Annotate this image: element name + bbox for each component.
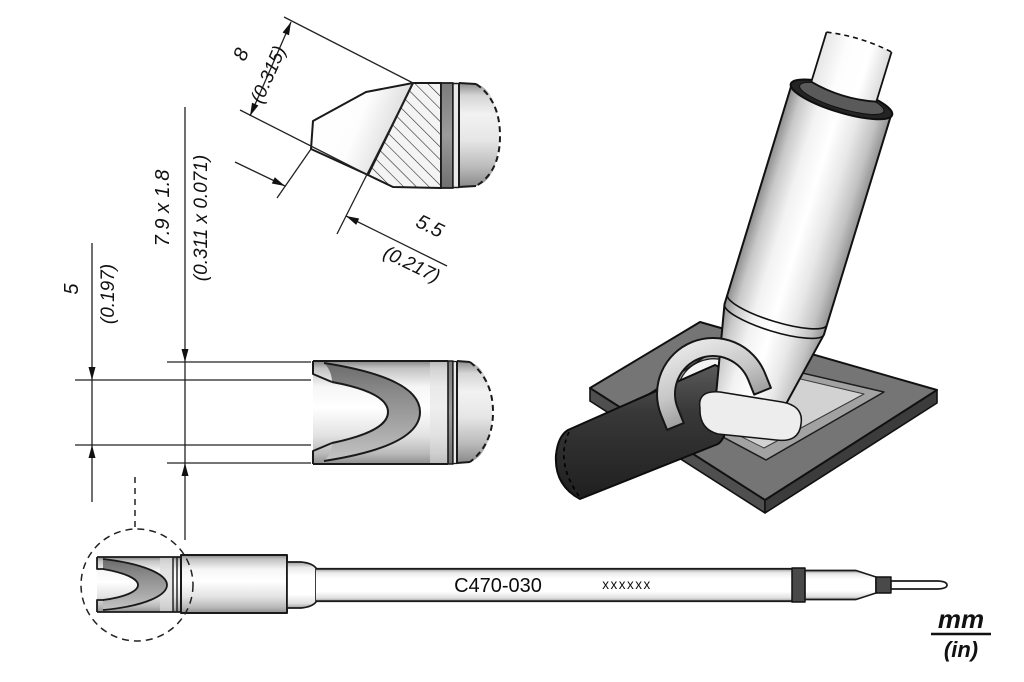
arrowhead xyxy=(250,102,259,116)
cartridge-3d xyxy=(714,31,894,419)
rear-shaft xyxy=(804,569,877,601)
contact-band xyxy=(791,567,806,603)
shaft xyxy=(316,568,792,602)
extension-line xyxy=(336,82,414,235)
front-view: 5 (0.197) 7.9 x 1.8 (0.311 x 0.071) xyxy=(61,107,494,540)
batch-code-label: xxxxxx xyxy=(602,577,652,592)
slot-outer-curve xyxy=(323,362,421,462)
tip-ring-band xyxy=(440,82,454,189)
cartridge-cap xyxy=(459,83,499,187)
cylinder-groove xyxy=(726,294,828,330)
extension-line xyxy=(283,16,414,84)
slot-inner-curve xyxy=(331,381,389,444)
solder-fillet xyxy=(698,391,803,442)
contact-band-2 xyxy=(875,576,892,594)
connector-stub xyxy=(811,32,892,102)
arrowhead xyxy=(88,367,96,380)
fork-prong-edges-small xyxy=(96,557,104,612)
units-in-label: (in) xyxy=(944,637,978,662)
arrowhead xyxy=(181,349,189,362)
heater-body xyxy=(180,554,288,614)
arrowhead xyxy=(282,22,291,36)
part-number-label: C470-030 xyxy=(454,575,542,597)
extension-line xyxy=(239,109,369,176)
extension-lines xyxy=(75,361,311,464)
section-view: 8 (0.315) 5.5 (0.217) xyxy=(229,16,501,288)
arrowhead xyxy=(181,463,189,476)
cap-knurl-dashed-edge xyxy=(475,83,501,187)
terminal-pin xyxy=(890,580,948,590)
fork-arch xyxy=(656,337,772,431)
arrowhead xyxy=(88,445,96,458)
arrowhead xyxy=(271,177,285,186)
dim-line-blade-width xyxy=(249,21,292,117)
collar xyxy=(286,561,317,609)
detail-callout-circle xyxy=(80,528,194,642)
arrowhead xyxy=(346,216,360,225)
fork-prong-edges xyxy=(312,361,333,464)
slot-cavity-shading xyxy=(324,363,420,461)
units-mm-label: mm xyxy=(938,604,984,634)
cylinder-groove xyxy=(723,303,825,340)
dim-slot-width-in-label: (0.197) xyxy=(98,264,119,324)
section-hatch-area xyxy=(367,82,442,189)
extension-line xyxy=(276,148,312,199)
dim-slot-width-mm-label: 5 xyxy=(61,283,83,295)
profile-view: C470-030 xxxxxx xyxy=(80,477,948,642)
units-legend: mm (in) xyxy=(931,604,991,662)
dim-tip-section-in-label: (0.311 x 0.071) xyxy=(191,155,212,281)
dim-tip-section-mm-label: 7.9 x 1.8 xyxy=(152,170,174,247)
iso-view xyxy=(554,31,938,514)
